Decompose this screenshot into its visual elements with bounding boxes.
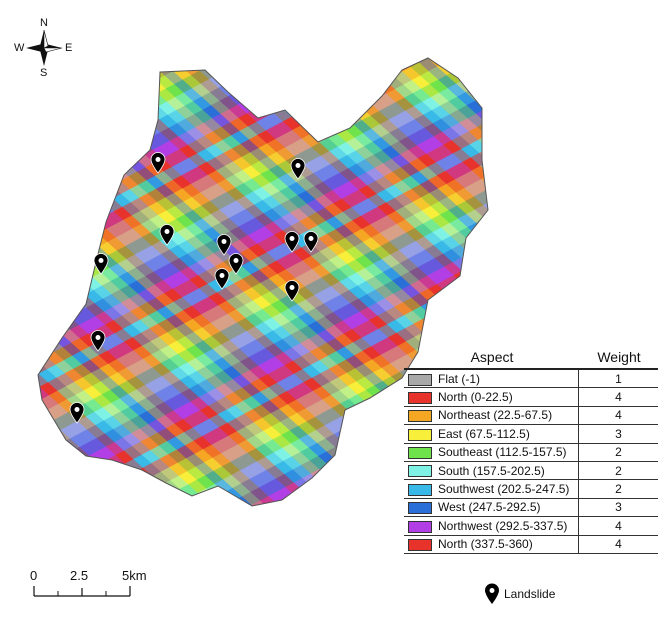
compass-w: W <box>14 42 25 54</box>
legend-swatch <box>408 483 432 496</box>
legend-swatch <box>408 465 432 478</box>
compass-n: N <box>40 17 48 29</box>
scale-label-0: 0 <box>30 568 38 583</box>
legend-label: South (157.5-202.5) <box>438 463 545 478</box>
legend-label: Northeast (22.5-67.5) <box>438 408 553 423</box>
landslide-marker <box>150 152 166 174</box>
legend-label: Flat (-1) <box>438 371 480 386</box>
legend-swatch <box>408 502 432 515</box>
legend-swatch <box>408 391 432 404</box>
landslide-marker <box>93 253 109 275</box>
landslide-label: Landslide <box>504 587 556 601</box>
legend-weight: 4 <box>578 516 658 536</box>
legend-swatch <box>408 428 432 441</box>
legend-label: Southeast (112.5-157.5) <box>438 445 567 460</box>
legend-swatch <box>408 447 432 460</box>
legend-row: North (0-22.5) 4 <box>404 387 658 407</box>
legend-row: Northeast (22.5-67.5) 4 <box>404 405 658 425</box>
legend-header-weight: Weight <box>597 349 641 365</box>
legend-weight: 3 <box>578 424 658 444</box>
landslide-legend: Landslide <box>484 583 555 605</box>
legend-label: North (337.5-360) <box>438 537 533 552</box>
landslide-marker <box>216 234 232 256</box>
legend-weight: 2 <box>578 479 658 499</box>
compass-s: S <box>40 67 48 79</box>
legend-swatch <box>408 520 432 533</box>
scale-label-2: 5km <box>122 568 147 583</box>
legend-row: Flat (-1) 1 <box>404 368 658 388</box>
north-arrow: N S W E <box>14 16 74 80</box>
landslide-pin-icon <box>485 583 499 604</box>
scale-label-1: 2.5 <box>70 568 89 583</box>
legend-weight: 4 <box>578 387 658 407</box>
landslide-marker <box>284 280 300 302</box>
legend-label: North (0-22.5) <box>438 390 513 405</box>
legend-weight: 3 <box>578 497 658 517</box>
landslide-marker <box>214 268 230 290</box>
landslide-marker <box>284 231 300 253</box>
legend-header: Aspect Weight <box>404 346 658 368</box>
landslide-marker <box>90 330 106 352</box>
legend-row: East (67.5-112.5) 3 <box>404 424 658 444</box>
legend-row: North (337.5-360) 4 <box>404 534 658 554</box>
legend-swatch <box>408 373 432 386</box>
compass-rose-icon <box>26 29 63 66</box>
legend-label: West (247.5-292.5) <box>438 500 541 515</box>
legend-row: Northwest (292.5-337.5) 4 <box>404 516 658 536</box>
landslide-marker <box>228 253 244 275</box>
legend-weight: 2 <box>578 442 658 462</box>
legend-row: South (157.5-202.5) 2 <box>404 460 658 480</box>
legend-swatch <box>408 410 432 423</box>
scale-bar: 0 2.5 5km <box>26 568 166 608</box>
legend-weight: 4 <box>578 405 658 425</box>
legend-row: Southeast (112.5-157.5) 2 <box>404 442 658 462</box>
legend-row: Southwest (202.5-247.5) 2 <box>404 479 658 499</box>
landslide-marker <box>290 158 306 180</box>
legend-swatch <box>408 539 432 552</box>
compass-e: E <box>65 42 73 54</box>
scale-ticks <box>33 586 131 597</box>
landslide-marker <box>159 224 175 246</box>
legend-label: East (67.5-112.5) <box>438 426 530 441</box>
landslide-marker <box>69 402 85 424</box>
legend-row: West (247.5-292.5) 3 <box>404 497 658 517</box>
legend-label: Northwest (292.5-337.5) <box>438 518 568 533</box>
legend-label: Southwest (202.5-247.5) <box>438 482 570 497</box>
legend-weight: 2 <box>578 460 658 480</box>
legend-weight: 1 <box>578 368 658 388</box>
landslide-marker <box>303 231 319 253</box>
landslide-markers <box>69 152 319 424</box>
legend-weight: 4 <box>578 534 658 554</box>
legend-header-aspect: Aspect <box>470 349 514 365</box>
